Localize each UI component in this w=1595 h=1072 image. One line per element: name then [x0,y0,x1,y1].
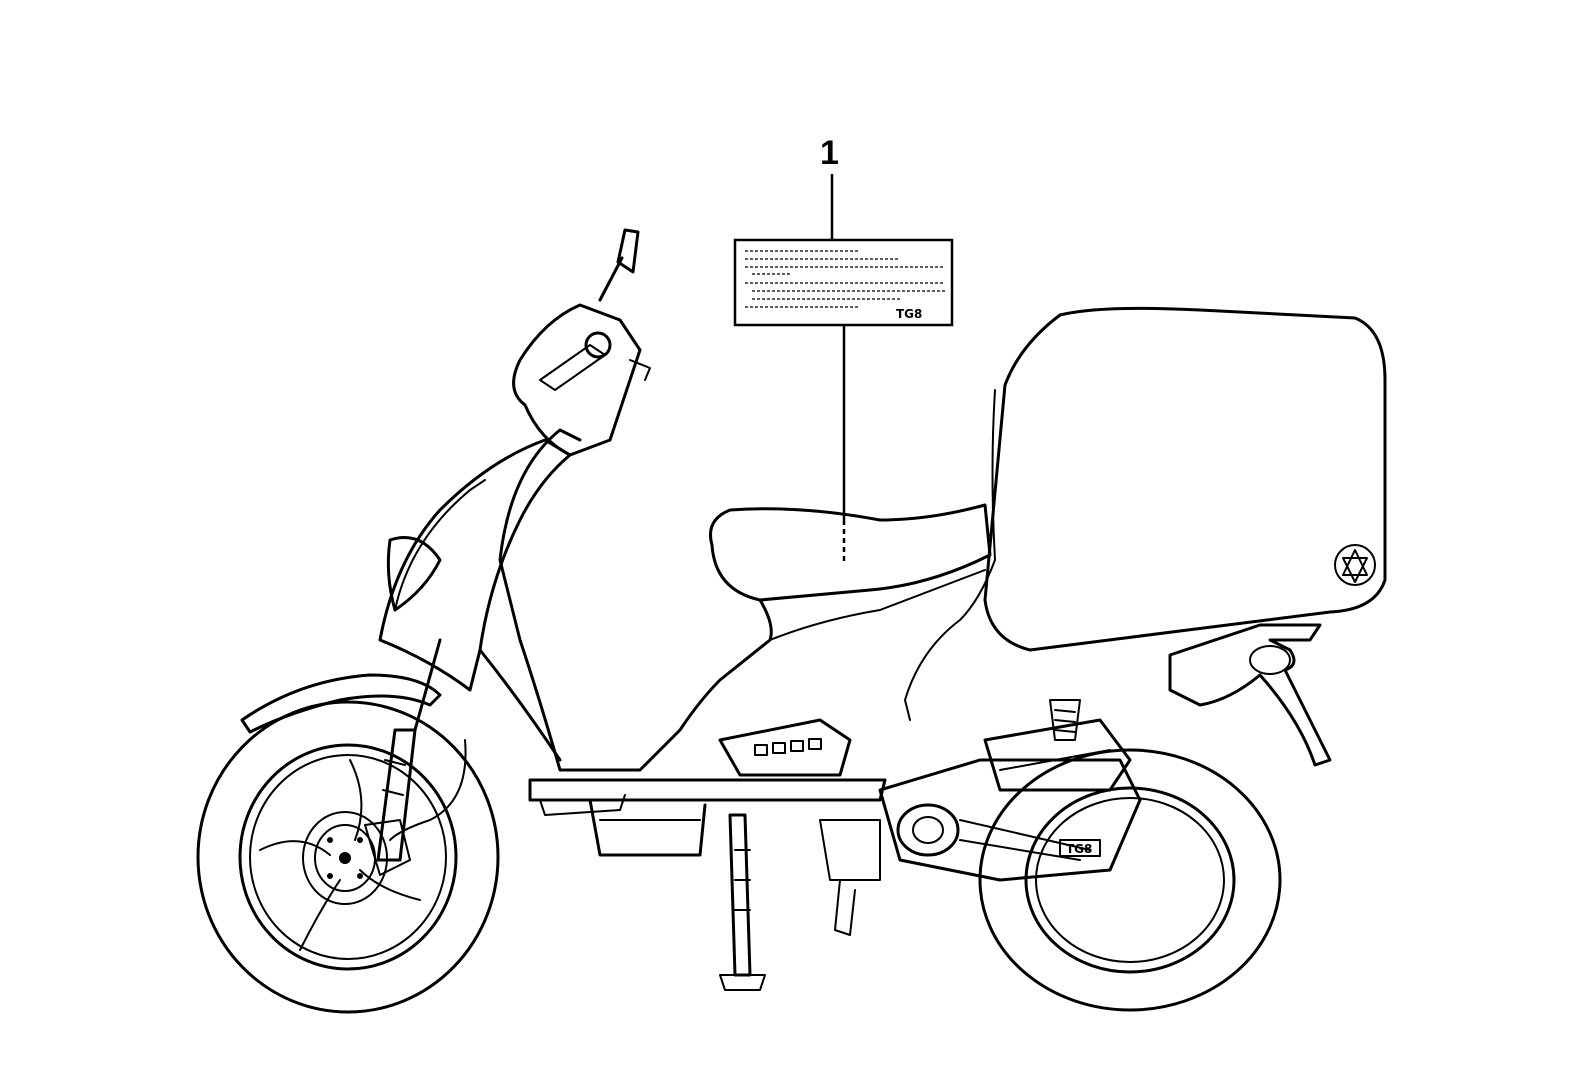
rear-shock [1049,699,1081,741]
floorboard [528,778,887,857]
side-body-panel [498,428,986,777]
kickstand [719,813,766,991]
top-box [904,306,1387,721]
engine-unit: TG8 [819,718,1142,936]
label-code-text: TG8 [896,307,922,321]
rear-fender [1168,623,1332,767]
front-wheel [196,700,500,1014]
warning-label: TG8 [733,238,954,327]
front-fender [240,673,442,734]
callout-number: 1 [820,134,839,172]
seat [709,503,992,602]
label-fine-print [745,250,945,308]
rear-wheel [978,748,1282,1012]
part-callout: 1 [820,134,846,565]
brake-cable [389,739,467,841]
brake-disc [302,811,388,905]
handlebar-assembly [512,228,651,457]
front-shield [378,438,572,762]
exhaust-badge-text: TG8 [1066,842,1092,856]
